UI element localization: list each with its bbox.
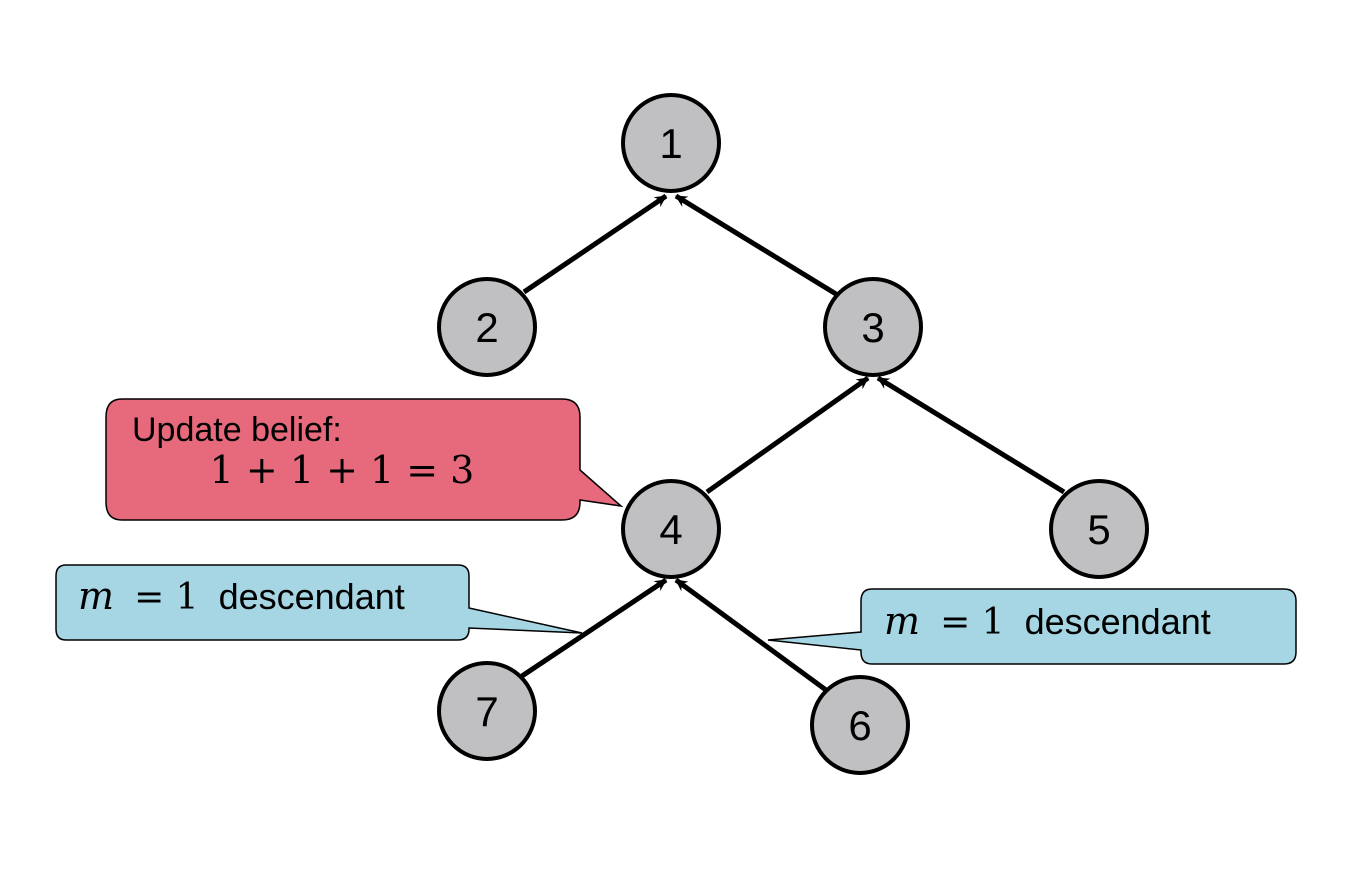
edge-4-to-3 xyxy=(705,375,870,495)
edge-5-to-3 xyxy=(876,375,1066,495)
node-1-label: 1 xyxy=(659,120,682,167)
nodes: 1 2 3 4 5 6 7 xyxy=(437,93,1149,775)
edge-7-to-4 xyxy=(520,577,668,679)
right-descendant-equals: = 1 xyxy=(940,602,1005,643)
node-7: 7 xyxy=(437,661,537,761)
node-5: 5 xyxy=(1049,479,1149,579)
node-3-label: 3 xyxy=(861,304,884,351)
left-descendant-variable: m xyxy=(78,574,114,618)
node-2: 2 xyxy=(437,277,537,377)
right-descendant-bubble xyxy=(767,588,1297,665)
edge-3-to-1 xyxy=(674,193,838,297)
node-1: 1 xyxy=(621,93,721,193)
left-descendant-label: m = 1 descendant xyxy=(78,574,405,618)
right-descendant-text: descendant xyxy=(1025,601,1211,642)
node-3: 3 xyxy=(823,277,923,377)
node-5-label: 5 xyxy=(1087,506,1110,553)
edge-6-to-4 xyxy=(674,577,828,693)
left-descendant-equals: = 1 xyxy=(134,577,199,618)
left-descendant-callout: m = 1 descendant xyxy=(55,564,583,641)
left-descendant-bubble xyxy=(55,564,583,641)
update-belief-bubble xyxy=(105,398,624,521)
update-belief-equation: 1 + 1 + 1 = 3 xyxy=(210,448,475,492)
node-7-label: 7 xyxy=(475,688,498,735)
node-4-label: 4 xyxy=(659,506,682,553)
update-belief-heading: Update belief: xyxy=(132,411,342,449)
node-4: 4 xyxy=(621,479,721,579)
edge-2-to-1 xyxy=(522,193,668,295)
node-6-label: 6 xyxy=(848,702,871,749)
right-descendant-label: m = 1 descendant xyxy=(884,599,1211,643)
left-descendant-text: descendant xyxy=(219,576,405,617)
right-descendant-callout: m = 1 descendant xyxy=(767,588,1297,665)
node-6: 6 xyxy=(810,675,910,775)
update-belief-callout: Update belief: 1 + 1 + 1 = 3 xyxy=(105,398,624,521)
edges xyxy=(520,193,1066,693)
right-descendant-variable: m xyxy=(884,599,920,643)
node-2-label: 2 xyxy=(475,304,498,351)
